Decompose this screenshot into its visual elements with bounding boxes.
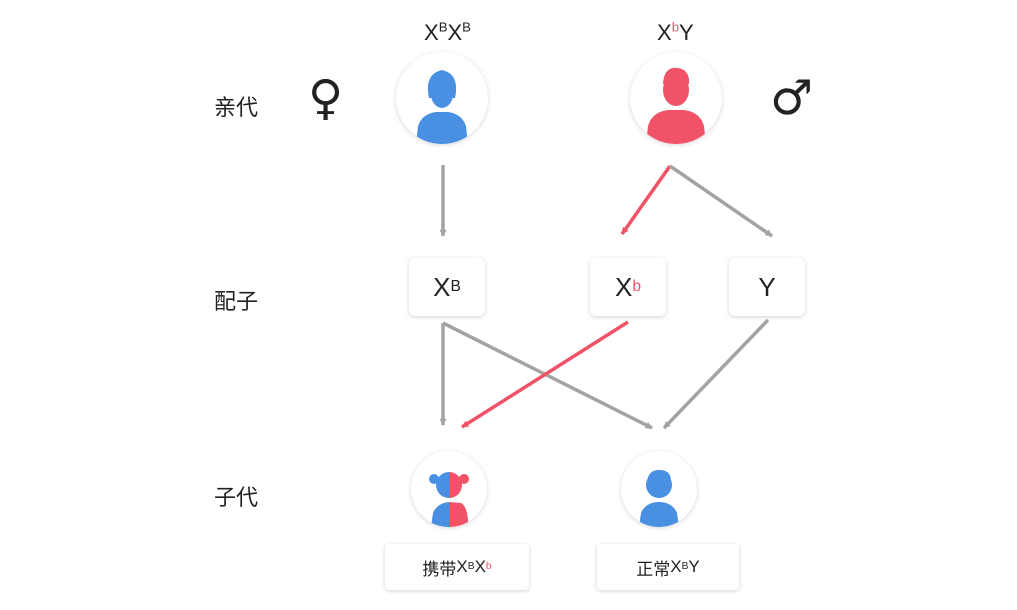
son-normal-avatar (621, 451, 697, 527)
row-label-parent: 亲代 (214, 95, 259, 120)
male-parent-genotype: XbY (657, 19, 694, 45)
female-person-icon (416, 70, 468, 144)
arrow-male-to-y (669, 164, 773, 238)
arrow-y-to-son (662, 318, 770, 430)
female-symbol-icon: ♀ (308, 70, 344, 126)
gamete-card-y: Y (729, 258, 805, 316)
arrow-xB-to-son (442, 321, 653, 430)
male-person-icon (646, 67, 706, 144)
row-label-gamete: 配子 (214, 289, 259, 314)
arrow-xb-to-daughter (461, 320, 629, 429)
daughter-carrier-avatar (411, 451, 487, 527)
male-symbol-icon: ♂ (770, 70, 814, 126)
boy-icon (639, 469, 679, 527)
female-parent-genotype: XBXB (424, 19, 471, 45)
row-label-offspring: 子代 (214, 485, 259, 510)
female-parent-avatar (396, 52, 488, 144)
male-parent-avatar (630, 52, 722, 144)
girl-icon (429, 472, 469, 527)
arrow-male-to-xb (620, 164, 672, 236)
